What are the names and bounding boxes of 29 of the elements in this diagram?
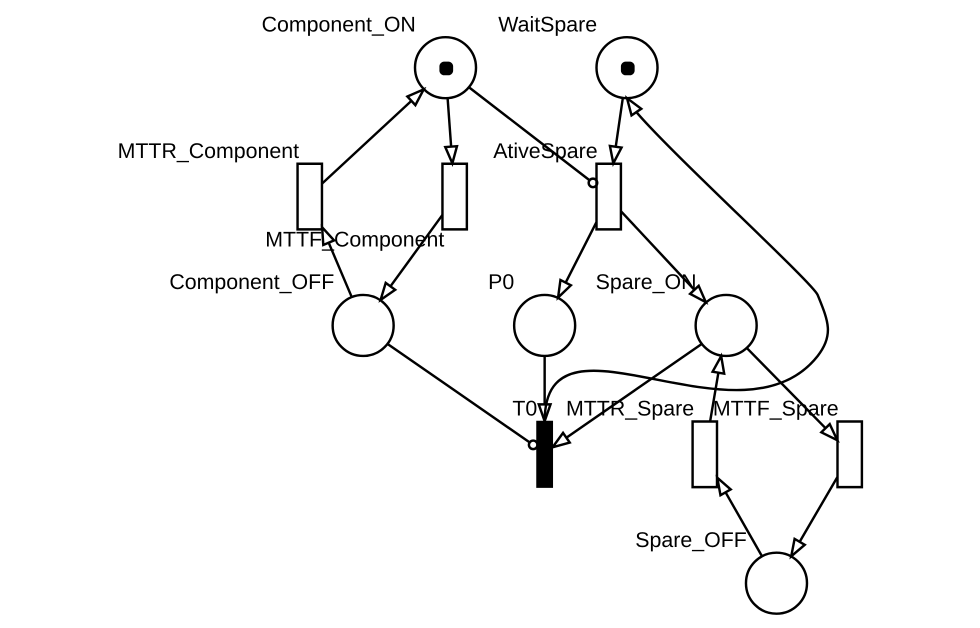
node-box [440,162,468,231]
node-circle [512,294,576,358]
node-circle [744,551,808,615]
node-box [836,420,863,488]
arrow [608,98,624,168]
node-circle [413,36,477,100]
arrow [378,214,443,303]
node-label: WaitSpare [498,12,597,36]
node-circle [594,36,658,100]
node-label: MTTR_Component [117,138,299,163]
connector [386,342,538,450]
node-box [690,420,718,488]
node-box [536,420,553,488]
arrow [788,476,838,560]
node-label: Component_OFF [168,270,334,294]
node-circle [330,294,394,358]
node-box [296,162,323,231]
node-label: T0 [512,396,537,421]
node-label: Spare_OFF [634,528,746,552]
arrow [708,352,726,422]
node-box [594,162,622,231]
node-circle [694,294,758,358]
arrow [542,95,829,422]
arrow [442,98,458,168]
arrow [556,222,597,301]
arrow [714,474,762,557]
node-label: P0 [488,270,514,294]
arrow [320,86,426,184]
node-label: Component_ON [261,12,416,36]
